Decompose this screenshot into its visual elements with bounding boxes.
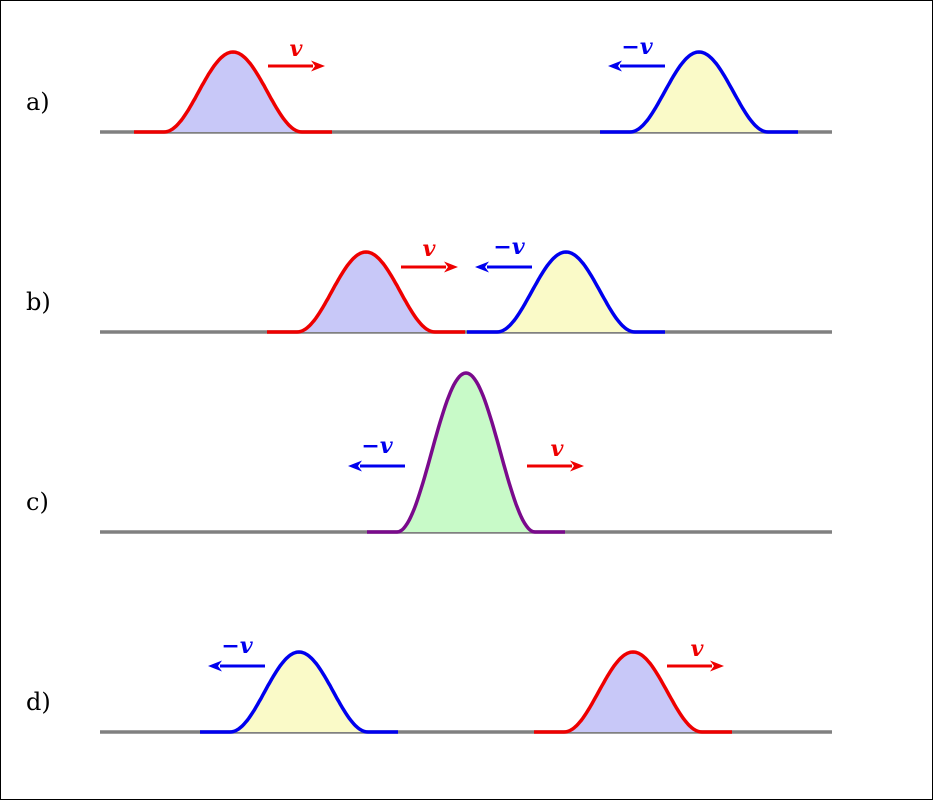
velocity-label-b-left: −v (493, 234, 524, 260)
velocity-arrow-c-left (348, 460, 405, 472)
pulse-fill-d-left (230, 652, 368, 732)
pulse-fill-d-right (564, 652, 702, 732)
pulse-fill-c-sum (397, 373, 535, 532)
panel-d: d) −v v (26, 633, 832, 734)
pulse-curve-b-right (267, 250, 465, 334)
pulse-curve-c-sum (367, 371, 565, 534)
pulse-fill-b-left (497, 252, 635, 332)
velocity-arrow-d-left (208, 660, 265, 672)
velocity-label-a-left: −v (621, 34, 652, 60)
pulse-curve-a-right (134, 50, 332, 134)
pulse-fill-b-right (297, 252, 435, 332)
arrow-head (444, 261, 458, 273)
velocity-label-a-right: v (290, 36, 303, 62)
velocity-arrow-a-left (608, 60, 665, 72)
pulse-curve-d-right (534, 650, 732, 734)
velocity-arrow-b-right (401, 261, 458, 273)
velocity-label-c-right: v (551, 436, 564, 462)
panel-label-d: d) (26, 688, 51, 716)
velocity-label-d-right: v (691, 636, 704, 662)
panel-label-b: b) (26, 288, 51, 316)
pulse-fill-a-right (164, 52, 302, 132)
pulse-curve-a-left (600, 50, 798, 134)
panel-label-c: c) (26, 488, 49, 516)
velocity-label-c-left: −v (361, 433, 392, 459)
panel-c: c) −v v (26, 371, 832, 534)
panel-a: a) v −v (26, 34, 832, 134)
velocity-arrow-b-left (475, 261, 532, 273)
velocity-arrow-d-right (667, 660, 724, 672)
velocity-arrow-a-right (268, 60, 325, 72)
pulse-fill-a-left (630, 52, 768, 132)
pulse-curve-b-left (467, 250, 665, 334)
velocity-arrow-c-right (527, 460, 584, 472)
velocity-label-d-left: −v (221, 633, 252, 659)
panel-label-a: a) (26, 88, 50, 116)
pulse-curve-d-left (200, 650, 398, 734)
arrow-head (608, 60, 622, 72)
arrow-head (475, 261, 489, 273)
arrow-head (570, 460, 584, 472)
velocity-label-b-right: v (423, 236, 436, 262)
arrow-head (710, 660, 724, 672)
arrow-head (348, 460, 362, 472)
arrow-head (208, 660, 222, 672)
panel-b: b) v −v (26, 234, 832, 334)
arrow-head (311, 60, 325, 72)
